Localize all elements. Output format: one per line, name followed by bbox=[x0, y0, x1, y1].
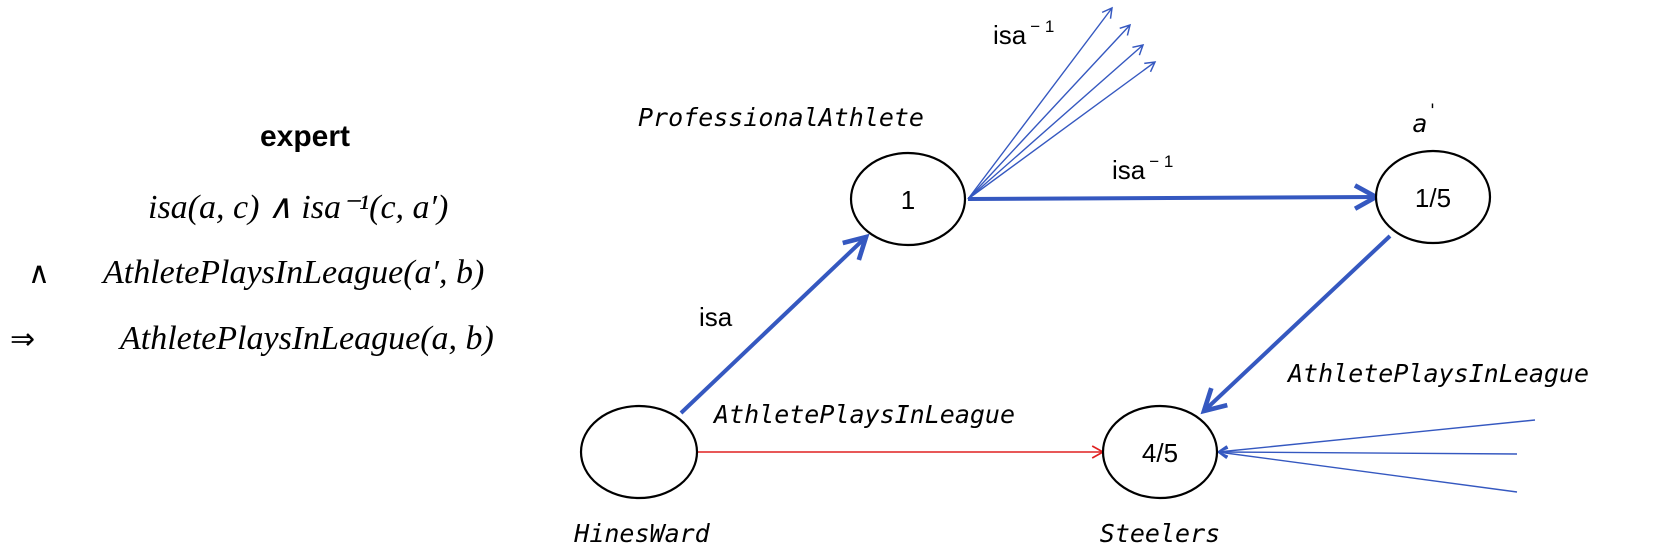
edge-labels: isa isa− 1 isa− 1 AthletePlaysInLeague A… bbox=[699, 17, 1589, 429]
rule-line-1: isa(a, c) ∧ isa⁻¹(c, a′) bbox=[148, 189, 448, 226]
node-value: 4/5 bbox=[1142, 438, 1178, 468]
fan-arrow bbox=[967, 23, 1132, 200]
node-circle bbox=[579, 404, 699, 500]
fan-arrow bbox=[1216, 447, 1518, 493]
edge-isa-inverse bbox=[967, 197, 1376, 199]
edge-label-isa-inverse: isa− 1 bbox=[1112, 152, 1173, 185]
edge-label-athlete-plays-in-league-fan: AthletePlaysInLeague bbox=[1286, 359, 1589, 388]
edges bbox=[679, 6, 1536, 493]
edge-label-isa: isa bbox=[699, 302, 733, 332]
node-circle bbox=[1374, 149, 1492, 245]
node-name: Steelers bbox=[1100, 519, 1220, 548]
node-professional-athlete: 1 ProfessionalAthlete bbox=[638, 103, 967, 247]
node-steelers: 4/5 Steelers bbox=[1100, 404, 1220, 548]
edge-a-prime-to-steelers bbox=[1204, 234, 1392, 411]
edge-isa bbox=[679, 237, 866, 415]
rule-line-2: AthletePlaysInLeague(a′, b) bbox=[101, 254, 484, 291]
node-value: 1 bbox=[901, 185, 915, 215]
node-name: a' bbox=[1412, 101, 1437, 138]
fan-arrow bbox=[1216, 419, 1536, 457]
node-name: ProfessionalAthlete bbox=[638, 103, 924, 132]
node-name: HinesWard bbox=[573, 519, 710, 548]
node-a-prime: 1/5 a' bbox=[1374, 101, 1492, 245]
isa-inverse-fan bbox=[967, 6, 1157, 200]
node-circle bbox=[1101, 404, 1219, 500]
fan-arrow bbox=[967, 6, 1113, 200]
node-hinesward: HinesWard bbox=[573, 404, 711, 548]
rule-line-2-operator: ∧ bbox=[28, 257, 50, 290]
edge-label-athlete-plays-in-league: AthletePlaysInLeague bbox=[712, 400, 1015, 429]
node-circle bbox=[849, 151, 967, 247]
rule-line-3-operator: ⇒ bbox=[10, 323, 35, 356]
fan-arrow bbox=[1216, 446, 1518, 458]
rule-title: expert bbox=[260, 120, 350, 153]
rule-block: expert isa(a, c) ∧ isa⁻¹(c, a′) ∧ Athlet… bbox=[10, 120, 494, 357]
edge-label-isa-inverse-fan: isa− 1 bbox=[993, 17, 1054, 50]
fan-arrow bbox=[967, 44, 1145, 200]
fan-arrow bbox=[967, 61, 1157, 200]
rule-line-3: AthletePlaysInLeague(a, b) bbox=[118, 320, 494, 357]
athlete-plays-in-league-fan bbox=[1216, 419, 1536, 493]
node-value: 1/5 bbox=[1415, 183, 1451, 213]
